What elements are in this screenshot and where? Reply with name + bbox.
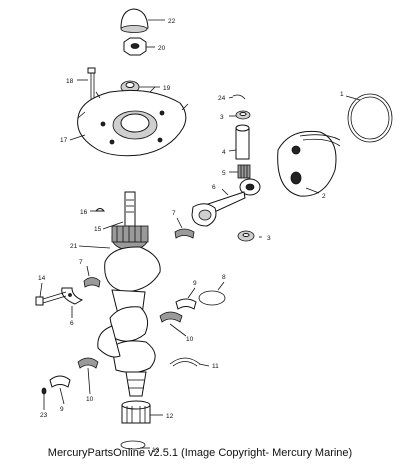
callout-6-rod: 6 [212,184,216,191]
part-bearing-cage-10b[interactable] [77,357,99,369]
callout-8: 8 [222,274,226,281]
part-bearing-cage-10a[interactable] [159,311,183,323]
callout-4: 4 [222,149,226,156]
callout-20: 20 [158,45,166,52]
part-piston-pin[interactable] [235,124,250,160]
callout-5: 5 [222,170,226,177]
callout-22: 22 [168,18,176,25]
callout-10-mid: 10 [186,336,194,343]
callout-12: 12 [166,413,174,420]
part-nut[interactable] [123,37,147,56]
callout-13: 13 [152,447,160,454]
callout-11: 11 [212,363,219,370]
callout-3-lower: 3 [267,235,271,242]
part-piston[interactable] [277,130,341,197]
part-bearing-upper[interactable] [235,110,251,120]
part-cap[interactable] [120,8,149,33]
part-bearing-race-9b[interactable] [49,375,71,388]
callout-2: 2 [322,193,326,200]
callout-3-upper: 3 [220,114,224,121]
callout-19: 19 [163,85,171,92]
part-key[interactable] [94,208,106,212]
part-bolt-14[interactable] [35,291,67,306]
part-bearing-race-9a[interactable] [175,298,197,310]
part-bearing-lower[interactable] [237,230,255,242]
callout-21: 21 [70,243,78,250]
part-roller-bearing[interactable] [121,400,151,424]
part-crankshaft[interactable] [97,191,161,397]
part-bearing-cage-7a[interactable] [174,228,195,239]
leader-lines [39,19,361,449]
part-snap-ring[interactable] [169,357,201,367]
part-bearing-cage-7b[interactable] [83,277,101,288]
callout-24: 24 [218,95,226,102]
callout-15: 15 [94,226,102,233]
copyright-caption: MercuryPartsOnline v2.5.1 (Image Copyrig… [47,447,353,459]
callout-9-lower: 9 [60,406,64,413]
part-end-plate[interactable] [77,86,189,157]
part-retaining-ring[interactable] [198,290,226,306]
callout-10-lower: 10 [86,396,94,403]
part-clip[interactable] [232,94,246,100]
part-dowel-pin[interactable] [41,387,47,395]
part-needle-bearing[interactable] [237,164,251,179]
part-oil-ring[interactable] [120,440,146,450]
part-piston-ring[interactable] [347,93,393,143]
callout-18: 18 [66,78,74,85]
callout-1: 1 [340,91,344,98]
callout-16: 16 [80,209,88,216]
callout-6-cap: 6 [70,320,74,327]
part-rod-cap[interactable] [61,287,84,305]
callout-14: 14 [38,275,46,282]
part-connecting-rod[interactable] [191,178,261,227]
callout-23: 23 [40,412,48,419]
callout-17: 17 [60,137,68,144]
callout-7-lower: 7 [79,259,83,266]
callout-9-mid: 9 [193,280,197,287]
callout-7-upper: 7 [172,210,176,217]
